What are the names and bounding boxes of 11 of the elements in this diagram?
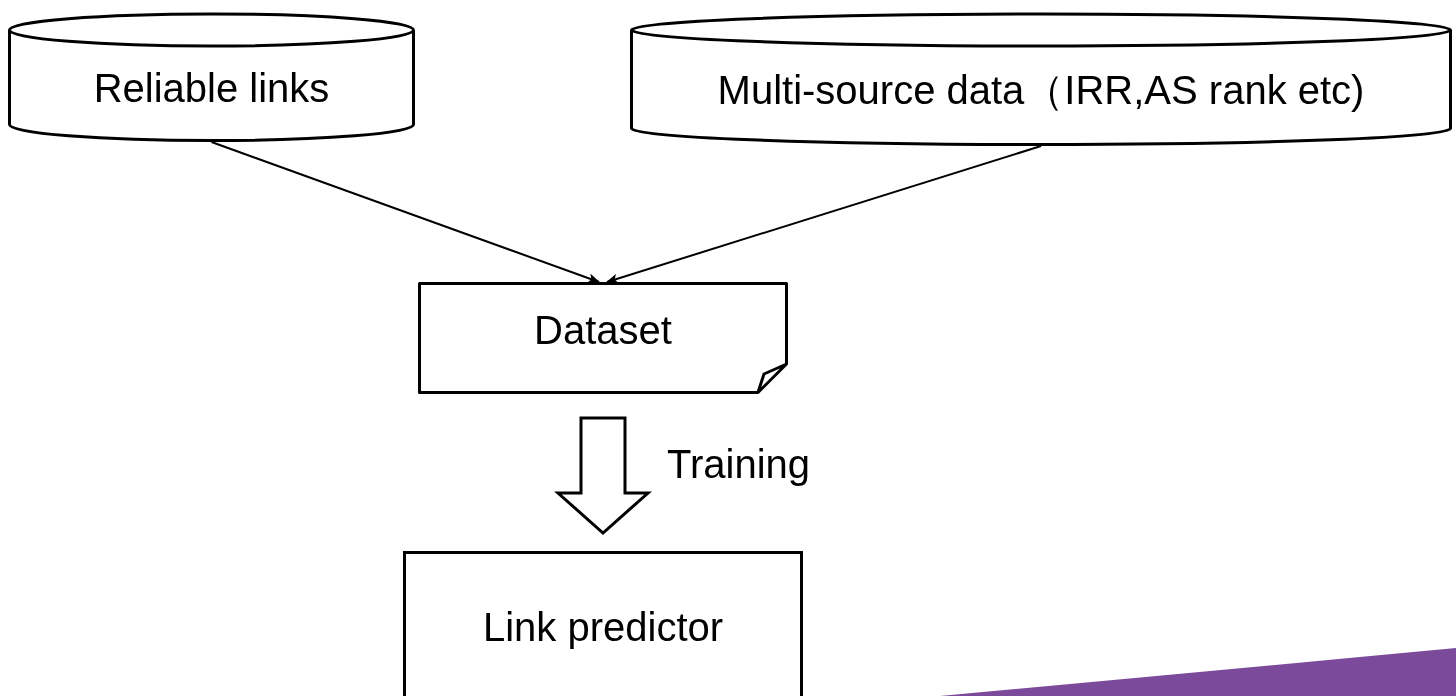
- node-label: Link predictor: [482, 604, 724, 650]
- arrow: [210, 141, 600, 283]
- process-box: [403, 551, 803, 696]
- node-label: Dataset: [534, 307, 672, 353]
- database-cylinder: [8, 14, 415, 142]
- database-cylinder: [630, 14, 1452, 146]
- node-label: Multi-source data（IRR,AS rank etc): [717, 66, 1365, 114]
- block-arrow: [554, 416, 652, 535]
- document-box: [418, 282, 788, 394]
- node-label: Reliable links: [93, 65, 330, 111]
- arrow: [606, 145, 1042, 284]
